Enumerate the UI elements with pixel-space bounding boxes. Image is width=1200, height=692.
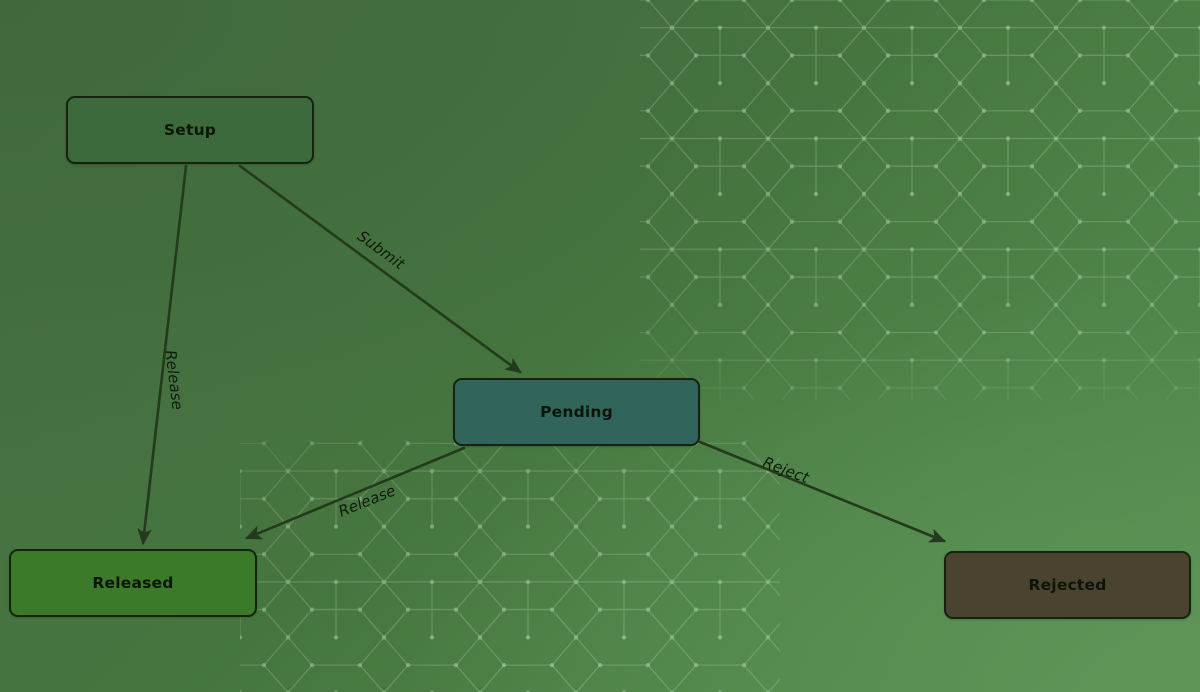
state-node-released[interactable]: Released: [9, 549, 257, 617]
edge-pending-reject-rejected[interactable]: [698, 440, 947, 543]
state-node-rejected[interactable]: Rejected: [944, 551, 1191, 619]
edge-setup-release-released[interactable]: [137, 164, 188, 546]
state-node-pending[interactable]: Pending: [453, 378, 700, 446]
edge-setup-submit-pending[interactable]: [238, 164, 522, 374]
state-node-label: Pending: [540, 403, 613, 421]
state-node-setup[interactable]: Setup: [66, 96, 314, 164]
edge-pending-release-released[interactable]: [244, 446, 466, 540]
state-node-label: Released: [92, 574, 174, 592]
state-node-label: Setup: [163, 121, 217, 139]
state-node-label: Rejected: [1028, 576, 1107, 594]
